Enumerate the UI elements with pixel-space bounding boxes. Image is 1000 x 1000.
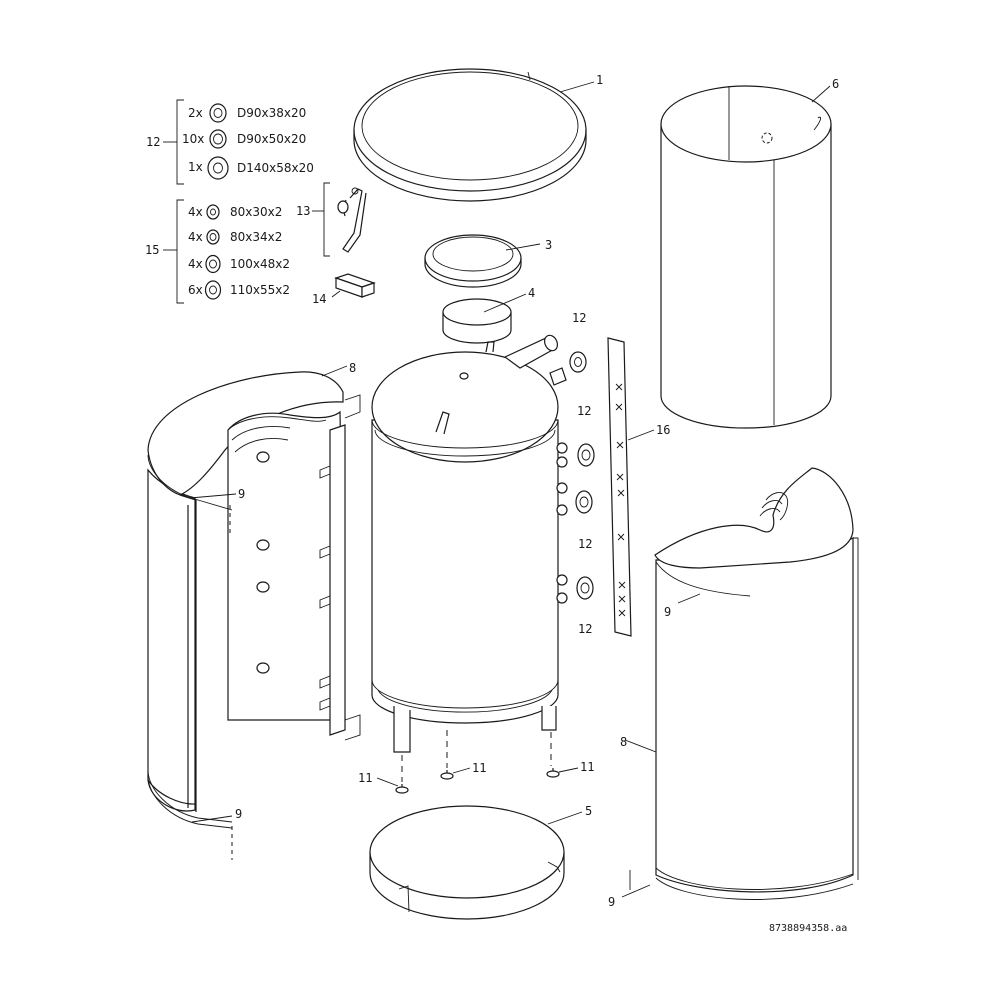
part-14-block: 14: [312, 273, 376, 306]
part-label-9: 9: [238, 487, 245, 501]
washer-size: 110x55x2: [230, 283, 290, 297]
part-label-1: 1: [596, 73, 603, 87]
gasket-size: D90x50x20: [237, 132, 306, 146]
part-label-11: 11: [580, 760, 594, 774]
part-16-strip: 16: [607, 337, 670, 637]
drawing-number: 8738894358.aa: [769, 923, 847, 934]
storage-tank: [371, 334, 568, 782]
washer-set-legend: 4x 80x30x2 4x 80x34x2 4x 100x48x2 6x 110…: [145, 199, 290, 304]
part-label-12: 12: [572, 311, 586, 325]
part-6-jacket: 6: [660, 77, 839, 429]
gasket-ring-icon: [207, 156, 229, 180]
gasket-row: 1x D140x58x20: [188, 156, 314, 180]
washer-row: 4x 80x34x2: [188, 229, 282, 245]
washer-qty: 4x: [188, 257, 203, 271]
part-label-6: 6: [832, 77, 839, 91]
gasket-set-legend: 2x D90x38x20 10x D90x50x20 1x D140x58x20…: [146, 99, 314, 185]
washer-qty: 6x: [188, 283, 203, 297]
part-label-12: 12: [577, 404, 591, 418]
gasket-size: D140x58x20: [237, 161, 314, 175]
part-label-13: 13: [296, 204, 310, 218]
part-label-9: 9: [235, 807, 242, 821]
part-11-feet: 11 11 11: [358, 760, 594, 794]
washer-size: 100x48x2: [230, 257, 290, 271]
washer-ring-icon: [205, 254, 221, 274]
washer-qty: 4x: [188, 205, 203, 219]
part-8-left-shell: 8: [147, 361, 361, 812]
part-label-12: 12: [578, 537, 592, 551]
washer-ring-icon: [206, 204, 220, 220]
part-3-lid: 3: [424, 234, 552, 288]
washer-qty: 4x: [188, 230, 203, 244]
washer-row: 4x 80x30x2: [188, 204, 282, 220]
washer-size: 80x34x2: [230, 230, 282, 244]
part-label-8: 8: [620, 735, 627, 749]
part-label-16: 16: [656, 423, 670, 437]
gasket-row: 2x D90x38x20: [188, 103, 306, 123]
part-label-5: 5: [585, 804, 592, 818]
washer-ring-icon: [206, 229, 220, 245]
gasket-ring-icon: [209, 129, 227, 149]
part-label-11: 11: [472, 761, 486, 775]
part-label-4: 4: [528, 286, 535, 300]
part-label-9: 9: [608, 895, 615, 909]
part-label-12: 12: [578, 622, 592, 636]
part-8-right-shell: 8 9 9: [608, 467, 859, 909]
part-label-11: 11: [358, 771, 372, 785]
part-label-14: 14: [312, 292, 326, 306]
washer-ring-icon: [204, 280, 222, 300]
tank-side-sockets: [549, 367, 568, 604]
washer-row: 4x 100x48x2: [188, 254, 290, 274]
gasket-qty: 1x: [188, 160, 203, 174]
part-4-disc: 4: [442, 286, 535, 344]
part-13-bracket: 13: [296, 182, 367, 257]
gasket-qty: 10x: [182, 132, 204, 146]
part-9-bands-left: 9 9: [147, 454, 245, 860]
part-label-8: 8: [349, 361, 356, 375]
part-label-15: 15: [145, 243, 159, 257]
washer-row: 6x 110x55x2: [188, 280, 290, 300]
gasket-size: D90x38x20: [237, 106, 306, 120]
gasket-qty: 2x: [188, 106, 203, 120]
gasket-row: 10x D90x50x20: [182, 129, 306, 149]
part-label-9: 9: [664, 605, 671, 619]
part-label-3: 3: [545, 238, 552, 252]
part-1-top-cover: 1: [353, 68, 603, 202]
part-12-gaskets: 12 12 12 12: [569, 311, 595, 636]
gasket-ring-icon: [209, 103, 227, 123]
washer-size: 80x30x2: [230, 205, 282, 219]
part-5-bottom-disc: 5: [369, 804, 592, 920]
part-label-12: 12: [146, 135, 160, 149]
